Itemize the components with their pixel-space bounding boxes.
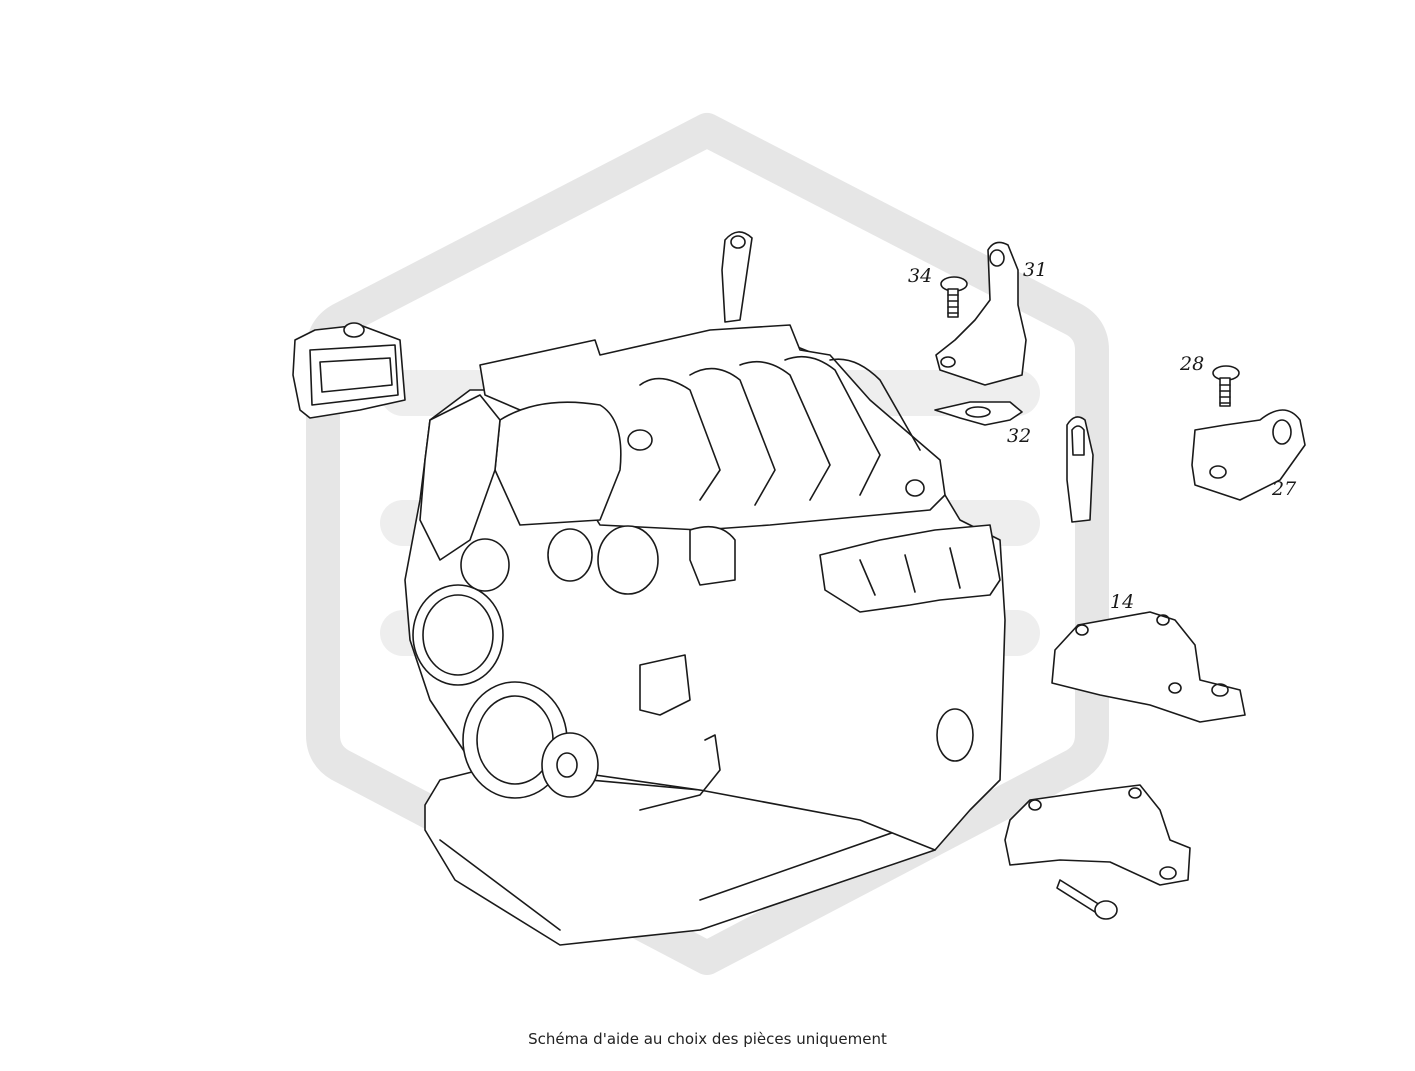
callout-34: 34: [908, 265, 932, 287]
part-lower-engine-mount: [1004, 784, 1191, 920]
engine-assembly: [404, 231, 1006, 946]
part-31-bracket: [935, 241, 1027, 386]
part-14-engine-mount: [1051, 611, 1246, 723]
callout-32: 32: [1007, 425, 1031, 447]
callout-14: 14: [1110, 591, 1134, 613]
part-dipstick-link: [1066, 416, 1094, 523]
diagram-caption: Schéma d'aide au choix des pièces unique…: [528, 1030, 887, 1048]
part-27-bracket: [1191, 409, 1306, 501]
part-left-mount-bracket: [292, 322, 406, 419]
callout-labels: 34 31 32 28 27 14: [908, 259, 1297, 613]
callout-28: 28: [1179, 353, 1204, 375]
part-34-bolt: [940, 276, 968, 318]
callout-31: 31: [1023, 259, 1047, 281]
part-28-bolt: [1212, 365, 1240, 407]
callout-27: 27: [1271, 478, 1297, 500]
part-32-gasket: [934, 401, 1023, 426]
